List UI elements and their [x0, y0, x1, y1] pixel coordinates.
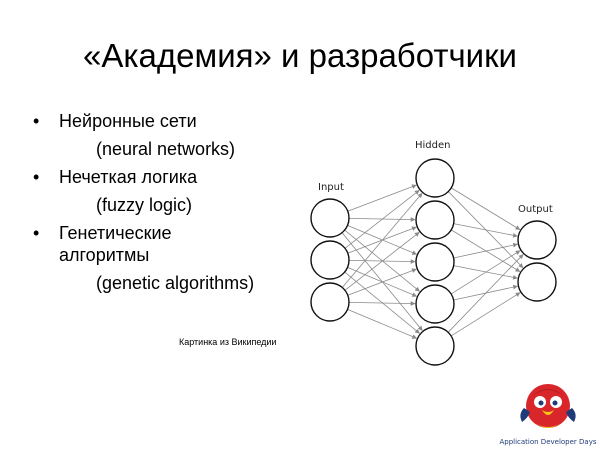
hidden-node	[415, 326, 455, 366]
bullet-text: Генетические алгоритмы	[59, 223, 172, 265]
connection-edge	[451, 187, 521, 230]
connection-edge	[347, 268, 417, 296]
bullet-marker: •	[33, 111, 40, 131]
connection-edge	[344, 231, 420, 291]
image-caption: Картинка из Википедии	[179, 337, 277, 347]
list-item: • Генетические алгоритмы (genetic algori…	[33, 222, 293, 294]
connection-edge	[450, 292, 521, 337]
bullet-translation: (fuzzy logic)	[96, 195, 193, 215]
app-developer-days-logo: Application Developer Days	[498, 378, 598, 448]
input-node	[310, 282, 350, 322]
bullet-text: Нечеткая логика	[59, 167, 198, 187]
slide-title: «Академия» и разработчики	[83, 37, 517, 74]
diagram-nodes	[310, 158, 557, 366]
list-item: • Нейронные сети (neural networks)	[33, 110, 293, 160]
bullet-translation: (neural networks)	[96, 139, 236, 159]
connection-edge	[347, 184, 417, 212]
input-node	[310, 198, 350, 238]
input-node	[310, 240, 350, 280]
hidden-node	[415, 200, 455, 240]
parrot-logo-icon	[520, 384, 576, 428]
bullet-translation: (genetic algorithms)	[96, 273, 255, 293]
diagram-edges	[341, 184, 524, 339]
layer-label-output: Output	[518, 204, 553, 215]
connection-edge	[348, 301, 416, 306]
bullet-marker: •	[33, 167, 40, 187]
bullet-list: • Нейронные сети (neural networks) • Неч…	[33, 110, 293, 300]
list-item: • Нечеткая логика (fuzzy logic)	[33, 166, 293, 216]
connection-edge	[453, 223, 518, 238]
layer-label-input: Input	[318, 182, 344, 193]
hidden-node	[415, 242, 455, 282]
hidden-node	[415, 158, 455, 198]
bullet-text: Нейронные сети	[59, 111, 197, 131]
connection-edge	[347, 308, 417, 339]
hidden-node	[415, 284, 455, 324]
bullet-marker: •	[33, 223, 40, 243]
output-node	[517, 220, 557, 260]
connection-edge	[453, 242, 518, 259]
connection-edge	[341, 192, 423, 288]
neural-network-diagram: Input Hidden Output	[310, 140, 557, 366]
layer-label-hidden: Hidden	[415, 140, 450, 151]
output-node	[517, 262, 557, 302]
connection-edge	[450, 250, 521, 295]
connection-edge	[447, 254, 524, 333]
connection-edge	[344, 189, 420, 249]
logo-text: Application Developer Days	[499, 438, 597, 446]
